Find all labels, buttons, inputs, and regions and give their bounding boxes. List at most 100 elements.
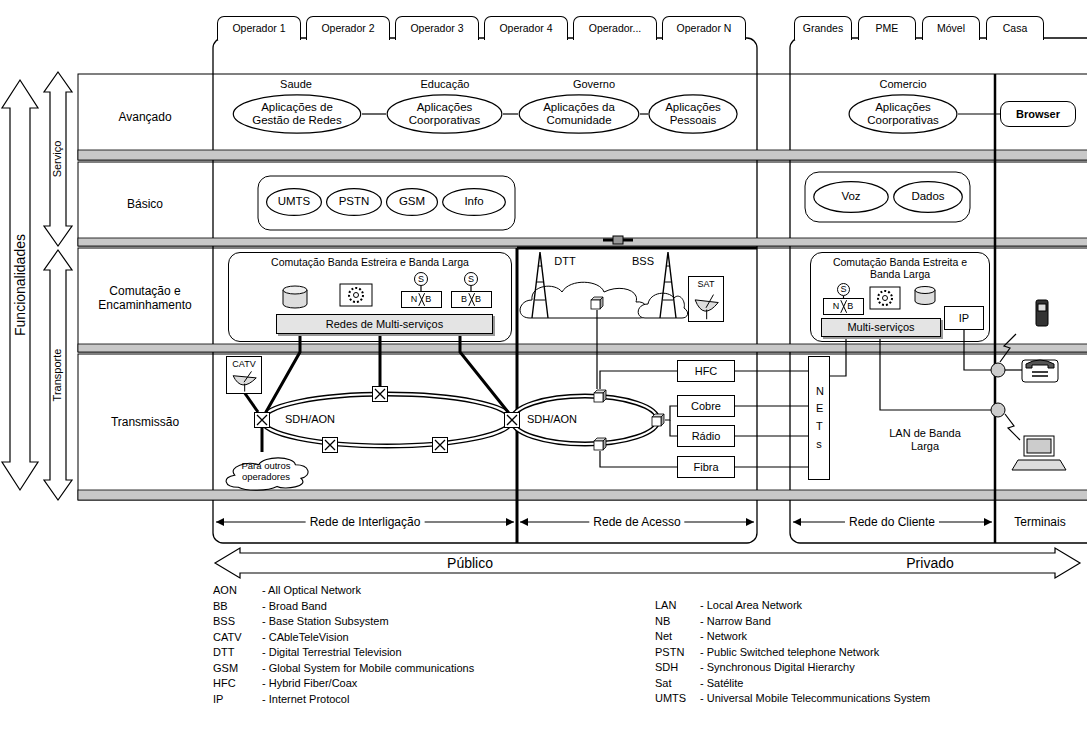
access-box: IP xyxy=(944,306,984,330)
abbreviation-definition: - Digital Terrestrial Television xyxy=(262,646,402,659)
node-text: Comutação Banda Estreira e Banda Larga xyxy=(271,256,469,268)
abbreviation: Net xyxy=(655,630,672,643)
abbreviation: PSTN xyxy=(655,646,684,659)
node-text: Info xyxy=(448,195,499,208)
abbreviation-definition: - Satélite xyxy=(700,677,743,690)
node-text: HFC xyxy=(695,365,718,378)
node-text: IP xyxy=(959,312,969,325)
switch-icons-part xyxy=(878,291,892,305)
icon-stroke xyxy=(706,310,707,320)
double-arrow-part xyxy=(44,72,72,246)
layer-label: Transmissão xyxy=(111,415,179,429)
switch-icons-part xyxy=(870,287,900,309)
application-ellipse: Aplicações Pessoais xyxy=(648,94,738,134)
terminal-icons-part xyxy=(1024,436,1054,456)
node-text: Operador 4 xyxy=(499,22,552,34)
segment-tab: Casa xyxy=(986,16,1044,40)
connector xyxy=(640,113,648,114)
layer-label: Privado xyxy=(906,555,953,572)
broadcast-icons-part xyxy=(613,236,623,244)
terminal-icons-part xyxy=(1032,372,1048,376)
node-text: Aplicações Pessoais xyxy=(657,101,729,127)
domain-boundary-part xyxy=(516,248,519,543)
node-text: Cobre xyxy=(691,400,721,413)
abbreviation-definition: - Base Station Subsystem xyxy=(262,615,389,628)
abbreviation: DTT xyxy=(213,646,234,659)
connector xyxy=(830,337,846,376)
node-text: S xyxy=(840,285,846,294)
ell-stroke xyxy=(233,95,360,133)
abbreviation-definition: - Public Switched telephone Network xyxy=(700,646,879,659)
node-text: UMTS xyxy=(272,195,317,208)
ell-stroke xyxy=(814,182,888,213)
operator-panel xyxy=(213,38,1087,543)
abbreviation-definition: - Network xyxy=(700,630,747,643)
multiservice-platform: Multi-serviços xyxy=(821,318,941,337)
layer-band-part xyxy=(78,74,1087,160)
abbreviation: BSS xyxy=(213,615,235,628)
layer-label: Básico xyxy=(127,197,163,211)
layer-label: Público xyxy=(447,555,493,572)
node-text: SAT xyxy=(698,279,715,289)
trunk-link-part xyxy=(244,392,258,412)
layer-label: Saude xyxy=(280,78,312,91)
abbreviation-definition: - Internet Protocol xyxy=(262,693,349,706)
terminal-icons xyxy=(991,300,1066,470)
access-box: Rádio xyxy=(677,425,735,447)
drawing-stroke xyxy=(594,390,606,402)
trunk-link-part xyxy=(261,428,264,452)
node-text: Comutação Banda Estreita e Banda Larga xyxy=(822,256,979,280)
icon-stroke xyxy=(233,376,256,385)
segment-tab: Operador 1 xyxy=(217,16,301,40)
icon-stroke xyxy=(244,371,251,382)
connector xyxy=(362,113,386,114)
abbreviation: UMTS xyxy=(655,692,686,705)
ell-stroke xyxy=(519,95,639,133)
connector xyxy=(735,370,808,371)
node-text: Browser xyxy=(1016,108,1060,121)
layer-label: Comutação e Encaminhamento xyxy=(85,284,205,313)
layer-label: Avançado xyxy=(118,110,171,124)
node-text: Redes de Multi-serviços xyxy=(326,318,443,331)
layer-band-part xyxy=(78,344,1087,352)
application-ellipse: Aplicações de Gestão de Redes xyxy=(232,94,362,134)
node-text: GSM xyxy=(391,195,433,208)
abbreviation-definition: - All Optical Network xyxy=(262,584,361,597)
access-box: Cobre xyxy=(677,395,735,417)
layer-band-part xyxy=(78,150,1087,160)
drawing-stroke xyxy=(323,438,338,453)
terminal-icons-part xyxy=(1022,360,1058,382)
access-link-part xyxy=(1005,369,1022,370)
abbreviation: IP xyxy=(213,693,223,706)
broadcast-icons-part xyxy=(663,266,673,300)
access-link-part xyxy=(880,336,991,410)
segment-tab: Operador N xyxy=(662,16,746,40)
signalling-symbol: S xyxy=(414,272,428,286)
segment-tab: Operador 3 xyxy=(395,16,479,40)
domain-boundary-part xyxy=(994,74,997,543)
signalling-symbol: S xyxy=(837,283,850,296)
ell-stroke xyxy=(894,182,963,213)
node-text: Casa xyxy=(1003,22,1028,34)
layer-label: Terminais xyxy=(1014,515,1065,529)
layer-label: Educação xyxy=(421,78,470,91)
drawing-stroke xyxy=(255,413,270,428)
abbreviation: HFC xyxy=(213,677,236,690)
node-text: Operador 1 xyxy=(232,22,285,34)
switch-box: BB xyxy=(451,291,492,308)
node-text: Móvel xyxy=(937,22,965,34)
node-text: S xyxy=(418,275,424,284)
node-text: Operador 3 xyxy=(410,22,463,34)
nets-box: NETs xyxy=(808,356,830,480)
layer-label: Governo xyxy=(573,78,615,91)
switch-box: NB xyxy=(401,291,442,308)
trunk-link xyxy=(244,333,508,452)
access-link-part xyxy=(1005,414,1020,440)
ell-stroke xyxy=(649,95,737,133)
segment-tab: Operador 2 xyxy=(306,16,390,40)
switch-icons-part xyxy=(354,293,359,298)
switch-icons-part xyxy=(340,284,372,306)
trunk-link-part xyxy=(460,333,508,412)
access-link-part xyxy=(964,330,991,370)
